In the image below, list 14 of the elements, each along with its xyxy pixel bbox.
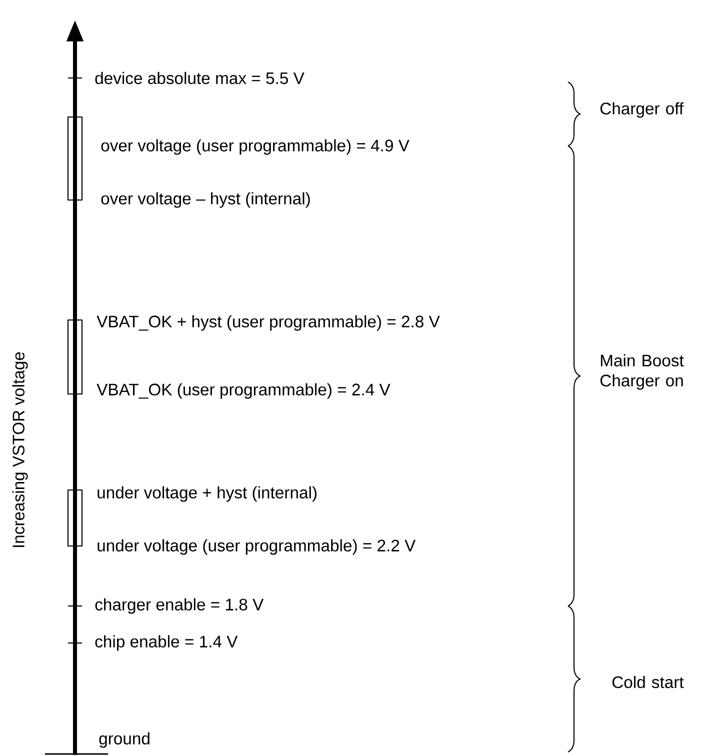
level-label: chip enable = 1.4 V: [95, 635, 238, 651]
axis-label: Increasing VSTOR voltage: [12, 352, 28, 547]
range-label: Main Boost Charger on: [600, 354, 684, 390]
level-label: under voltage + hyst (internal): [98, 486, 316, 502]
range-label: Cold start: [612, 676, 684, 688]
level-label: charger enable = 1.8 V: [95, 598, 264, 614]
level-label: VBAT_OK (user programmable) = 2.4 V: [96, 383, 390, 399]
level-label: VBAT_OK + hyst (user programmable) = 2.8 V: [96, 315, 440, 331]
level-label: under voltage (user programmable) = 2.2 V: [98, 539, 416, 555]
level-label: over voltage – hyst (internal): [101, 192, 310, 208]
range-label: Charger off: [600, 102, 684, 118]
level-label: ground: [99, 732, 150, 748]
level-label: over voltage (user programmable) = 4.9 V: [101, 139, 410, 155]
level-label: device absolute max = 5.5 V: [95, 72, 304, 84]
